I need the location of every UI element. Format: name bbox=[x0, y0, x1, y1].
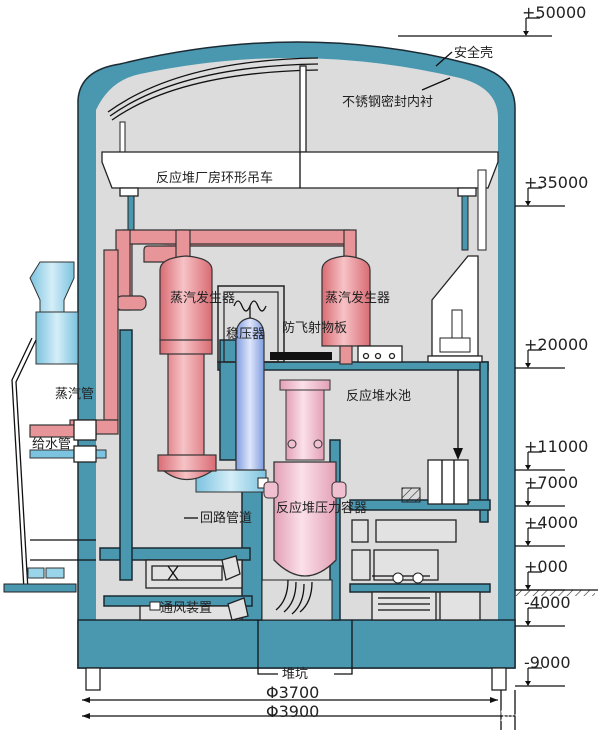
elevation-arrowhead-icon bbox=[525, 465, 531, 470]
elevation-label: +50000 bbox=[522, 3, 586, 22]
elevation-arrow-icon bbox=[525, 17, 540, 33]
steel-liner-label: 不锈钢密封内衬 bbox=[342, 94, 433, 110]
elevation-label: -4000 bbox=[524, 593, 571, 612]
reactor-vessel-label: 反应堆压力容器 bbox=[276, 500, 367, 516]
elevation-arrowhead-icon bbox=[525, 585, 531, 590]
equipment-room bbox=[372, 572, 430, 611]
elevation-marker: +50000 bbox=[398, 3, 586, 37]
elevation-marker: +20000 bbox=[515, 335, 588, 369]
pressurizer-label: 稳压器 bbox=[226, 326, 265, 342]
elevation-arrow-icon bbox=[527, 487, 542, 503]
elevation-marker: +4000 bbox=[515, 513, 578, 547]
elevation-label: +11000 bbox=[524, 437, 588, 456]
refueling-machine bbox=[401, 255, 483, 505]
elevation-arrow-icon bbox=[527, 451, 542, 467]
elevation-label: +4000 bbox=[524, 513, 578, 532]
elevation-marker: +000 bbox=[515, 557, 568, 591]
outer-diameter-label: Φ3900 bbox=[266, 702, 319, 721]
elevation-arrowhead-icon bbox=[525, 201, 531, 206]
elevation-arrow-icon bbox=[527, 607, 542, 623]
ground-hatch bbox=[515, 590, 595, 596]
reactor-pit-label: 堆坑 bbox=[282, 667, 308, 682]
elevation-marker: -4000 bbox=[515, 593, 571, 627]
steam-generator-left-label-line1: 蒸汽发生器 bbox=[170, 290, 235, 306]
elevation-arrowhead-icon bbox=[525, 621, 531, 626]
elevation-arrow-icon bbox=[527, 667, 542, 683]
elevation-arrow-icon bbox=[527, 187, 542, 203]
polar-crane-label: 反应堆厂房环形吊车 bbox=[156, 170, 273, 186]
steam-generator-right-label: 蒸汽发生器 bbox=[325, 290, 390, 306]
primary-loop-piping bbox=[69, 229, 357, 435]
reactor-pit-bracket bbox=[257, 620, 353, 675]
elevation-label: -9000 bbox=[524, 653, 571, 672]
inner-diameter-label: Φ3700 bbox=[266, 683, 319, 702]
feedwater-pipe-label: 给水管 bbox=[32, 437, 71, 452]
watermark: 知乎 @周到 bbox=[500, 707, 574, 724]
steam-generator-right: 蒸汽发生器 bbox=[321, 255, 403, 365]
missile-shield-label: 防飞射物板 bbox=[282, 320, 347, 336]
ventilation-label: 通风装置 bbox=[160, 601, 212, 616]
steam-pipe-label: 蒸汽管 bbox=[55, 387, 94, 402]
foundation-basemat bbox=[77, 619, 516, 691]
diameter-dimensions: Φ3700 Φ3900 bbox=[82, 683, 516, 730]
reactor-pool-label: 反应堆水池 bbox=[346, 388, 411, 404]
loop-piping-label: 回路管道 bbox=[200, 510, 252, 526]
elevation-markers: +50000 +35000 +20000 +11000 +7000 +4000 +000 -4… bbox=[398, 3, 588, 687]
elevation-arrow-icon bbox=[527, 527, 542, 543]
elevation-arrowhead-icon bbox=[525, 681, 531, 686]
elevation-arrowhead-icon bbox=[525, 541, 531, 546]
elevation-arrow-icon bbox=[527, 349, 542, 365]
elevation-label: +000 bbox=[524, 557, 568, 576]
external-piping bbox=[3, 261, 107, 593]
elevation-label: +35000 bbox=[524, 173, 588, 192]
elevation-marker: +35000 bbox=[515, 173, 588, 207]
pressurizer: 稳压器 bbox=[217, 285, 285, 471]
elevation-arrowhead-icon bbox=[525, 363, 531, 368]
steam-generator-left: 蒸汽发生器 bbox=[157, 255, 235, 481]
containment-shell-leader bbox=[435, 51, 453, 67]
steel-liner-leader bbox=[421, 77, 451, 91]
reactor-pressure-vessel: 反应堆压力容器 bbox=[263, 379, 367, 615]
elevation-arrowhead-icon bbox=[525, 501, 531, 506]
polar-crane bbox=[101, 151, 499, 251]
elevation-marker: -9000 bbox=[515, 653, 571, 687]
elevation-marker: +7000 bbox=[515, 473, 578, 507]
elevation-label: +20000 bbox=[524, 335, 588, 354]
missile-shield: 防飞射物板 bbox=[270, 320, 347, 360]
elevation-label: +7000 bbox=[524, 473, 578, 492]
ventilation-unit bbox=[151, 555, 249, 621]
elevation-arrowhead-icon bbox=[523, 31, 529, 36]
containment-shell-label: 安全壳 bbox=[454, 45, 493, 61]
elevation-marker: +11000 bbox=[515, 437, 588, 471]
elevation-arrow-icon bbox=[527, 571, 542, 587]
